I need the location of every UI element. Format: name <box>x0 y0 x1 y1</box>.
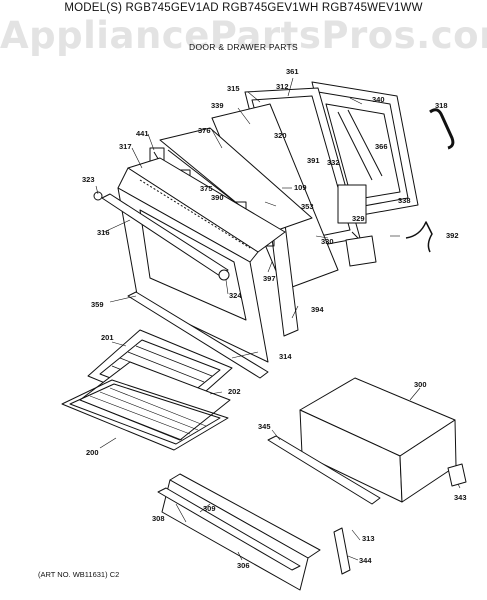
callout-leader-lines <box>95 77 461 561</box>
callout-312: 312 <box>276 82 289 91</box>
callout-375: 375 <box>200 184 213 193</box>
callout-201: 201 <box>101 333 114 342</box>
callout-339: 339 <box>211 101 224 110</box>
callout-353: 353 <box>301 202 314 211</box>
callout-344: 344 <box>359 556 372 565</box>
callout-338: 338 <box>398 196 411 205</box>
drawer-rail-part <box>267 435 381 505</box>
drawer-slide-part <box>333 527 351 575</box>
callout-323: 323 <box>82 175 95 184</box>
callout-324: 324 <box>229 291 242 300</box>
callout-202: 202 <box>228 387 241 396</box>
drawer-front-panel-part <box>157 473 321 591</box>
callout-332: 332 <box>327 158 340 167</box>
door-bottom-trim-part <box>127 291 269 379</box>
callout-306: 306 <box>237 561 250 570</box>
callout-441: 441 <box>136 129 149 138</box>
diagram-subtitle: DOOR & DRAWER PARTS <box>189 42 298 52</box>
callout-308: 308 <box>152 514 165 523</box>
door-wire-part <box>405 221 433 253</box>
callout-314: 314 <box>279 352 292 361</box>
callout-309: 309 <box>203 504 216 513</box>
callout-394: 394 <box>311 305 324 314</box>
callout-329: 329 <box>352 214 365 223</box>
callout-361: 361 <box>286 67 299 76</box>
model-numbers-title: MODEL(S) RGB745GEV1AD RGB745GEV1WH RGB74… <box>64 2 423 14</box>
door-handle-part <box>93 191 230 281</box>
callout-318: 318 <box>435 101 448 110</box>
art-number-footer: (ART NO. WB11631) C2 <box>38 570 120 579</box>
door-gasket-part <box>429 108 455 150</box>
callout-390: 390 <box>211 193 224 202</box>
callout-315: 315 <box>227 84 240 93</box>
callout-392: 392 <box>446 231 459 240</box>
callout-109: 109 <box>294 183 307 192</box>
callout-391: 391 <box>307 156 320 165</box>
callout-330: 330 <box>321 237 334 246</box>
drawer-glide-part <box>447 463 467 487</box>
callout-397: 397 <box>263 274 276 283</box>
callout-313: 313 <box>362 534 375 543</box>
callout-300: 300 <box>414 380 427 389</box>
callout-345: 345 <box>258 422 271 431</box>
callout-317: 317 <box>119 142 132 151</box>
callout-316: 316 <box>97 228 110 237</box>
watermark-text: AppliancePartsPros.com <box>0 14 487 57</box>
callout-340: 340 <box>372 95 385 104</box>
callout-200: 200 <box>86 448 99 457</box>
callout-366: 366 <box>375 142 388 151</box>
oven-rack-part <box>61 379 229 451</box>
callout-320: 320 <box>274 131 287 140</box>
callout-343: 343 <box>454 493 467 502</box>
callout-376: 376 <box>198 126 211 135</box>
callout-359: 359 <box>91 300 104 309</box>
storage-drawer-part <box>299 377 457 503</box>
